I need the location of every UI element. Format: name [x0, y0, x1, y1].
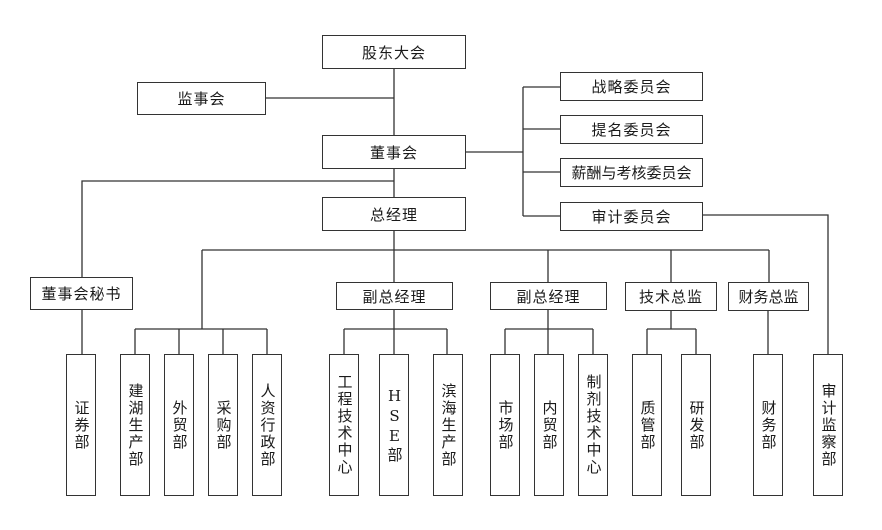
dept-audit-inspection: 审计监察部 [813, 354, 843, 496]
dept-quality: 质管部 [632, 354, 662, 496]
dept-jianhu-production: 建湖生产部 [120, 354, 150, 496]
connector [81, 180, 394, 277]
dept-engineering-tech-center: 工程技术中心 [329, 354, 359, 496]
dept-rnd: 研发部 [681, 354, 711, 496]
dept-securities: 证券部 [66, 354, 96, 496]
dept-procurement: 采购部 [208, 354, 238, 496]
node-tech-director: 技术总监 [625, 282, 717, 311]
node-audit-committee: 审计委员会 [560, 202, 703, 231]
node-nomination-committee: 提名委员会 [560, 115, 703, 144]
dept-hr-admin: 人资行政部 [252, 354, 282, 496]
dept-marketing: 市场部 [490, 354, 520, 496]
connector [703, 214, 829, 354]
node-deputy-gm-2: 副总经理 [490, 282, 607, 310]
node-shareholders-meeting: 股东大会 [322, 35, 466, 69]
node-compensation-committee: 薪酬与考核委员会 [560, 158, 703, 187]
node-board-secretary: 董事会秘书 [30, 277, 133, 310]
dept-hse: HSE部 [379, 354, 409, 496]
node-supervisory-board: 监事会 [137, 82, 266, 115]
node-finance-director: 财务总监 [728, 282, 809, 311]
node-strategy-committee: 战略委员会 [560, 72, 703, 101]
node-board-of-directors: 董事会 [322, 135, 466, 169]
node-general-manager: 总经理 [322, 197, 466, 231]
dept-domestic-trade: 内贸部 [534, 354, 564, 496]
dept-binhai-production: 滨海生产部 [433, 354, 463, 496]
dept-finance: 财务部 [753, 354, 783, 496]
node-deputy-gm-1: 副总经理 [336, 282, 453, 310]
dept-formulation-tech-center: 制剂技术中心 [578, 354, 608, 496]
dept-foreign-trade: 外贸部 [164, 354, 194, 496]
